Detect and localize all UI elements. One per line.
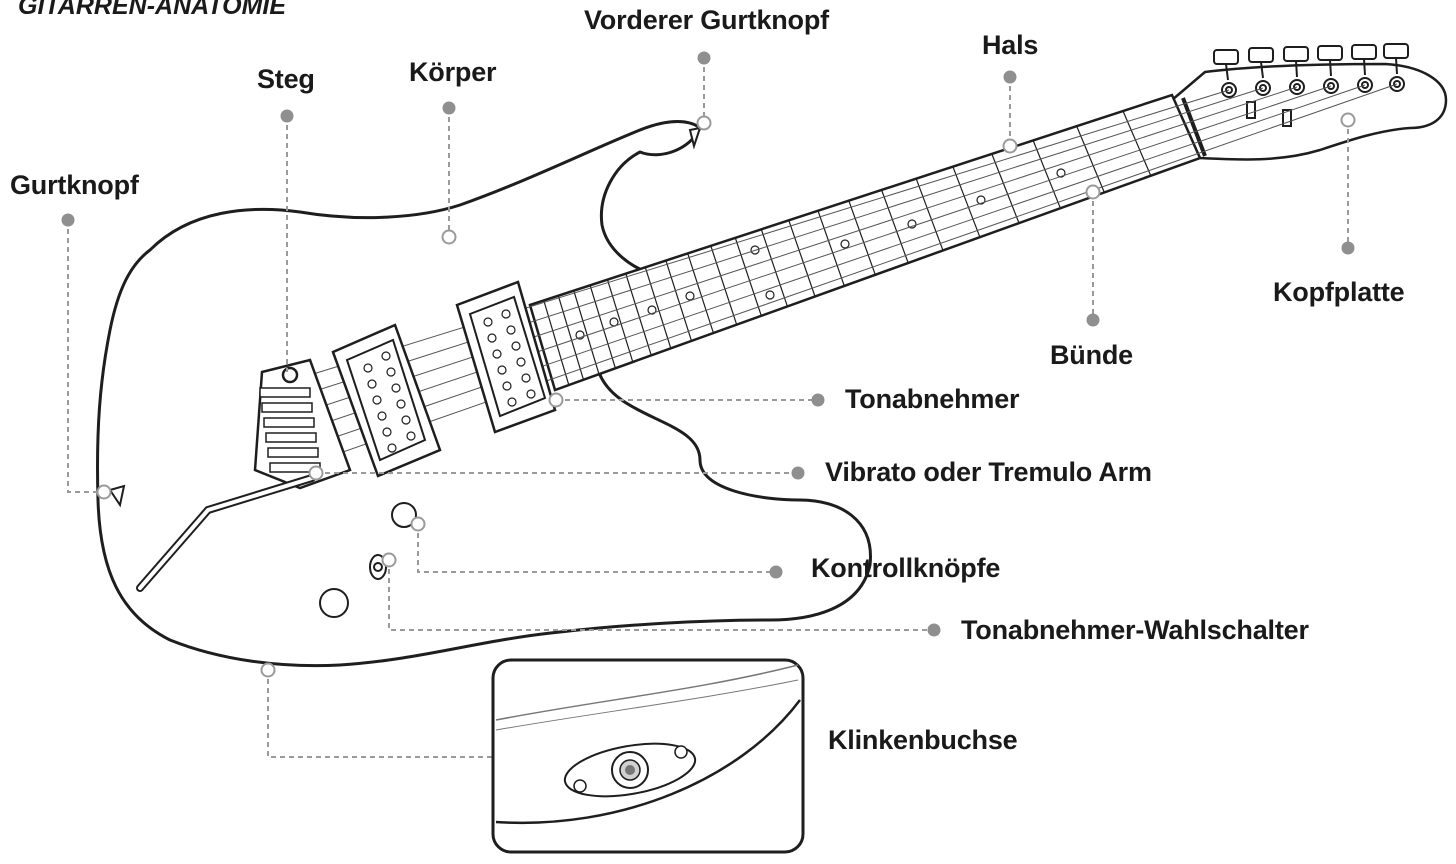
label-neck: Hals	[982, 30, 1039, 60]
label-frets: Bünde	[1050, 340, 1133, 370]
leader-dots	[61, 51, 1355, 637]
neck-pickup	[455, 280, 557, 434]
label-output-jack: Klinkenbuchse	[828, 725, 1018, 755]
fret	[543, 300, 570, 386]
fret	[760, 229, 788, 307]
fret	[734, 237, 762, 316]
fret	[991, 153, 1020, 224]
bridge-pickup	[331, 323, 442, 478]
jack-inset	[491, 658, 805, 854]
fret	[625, 273, 652, 356]
fret	[915, 178, 944, 251]
fret	[710, 245, 738, 325]
fret	[1032, 140, 1061, 209]
fret	[589, 285, 616, 369]
diagram-title: GITARREN-ANATOMIE	[18, 0, 287, 20]
bridge	[253, 358, 352, 490]
label-headstock: Kopfplatte	[1273, 277, 1405, 307]
leader-lines	[67, 58, 1349, 758]
fret	[644, 267, 672, 349]
fret	[573, 290, 600, 375]
control-knobs	[319, 502, 417, 618]
anchor-points	[96, 112, 1356, 678]
label-pickup-selector: Tonabnehmer-Wahlschalter	[961, 615, 1309, 645]
label-bridge: Steg	[257, 64, 315, 94]
fret	[557, 295, 585, 380]
fret	[687, 253, 714, 334]
strap-buttons	[108, 126, 702, 508]
fret	[881, 189, 909, 264]
fret	[606, 279, 634, 363]
fret	[952, 166, 981, 238]
label-front-strap-button: Vorderer Gurtknopf	[584, 5, 829, 35]
fret	[788, 220, 816, 297]
headstock	[1170, 62, 1448, 161]
label-tremolo-arm: Vibrato oder Tremulo Arm	[825, 457, 1152, 487]
label-control-knobs: Kontrollknöpfe	[811, 553, 1001, 583]
fret	[817, 210, 845, 287]
fret	[848, 200, 876, 276]
label-pickups: Tonabnehmer	[845, 384, 1020, 414]
fret	[665, 260, 693, 342]
label-strap-button: Gurtknopf	[10, 170, 139, 200]
label-body: Körper	[409, 57, 497, 87]
fret	[1076, 125, 1105, 193]
tuning-pegs	[1213, 43, 1409, 127]
